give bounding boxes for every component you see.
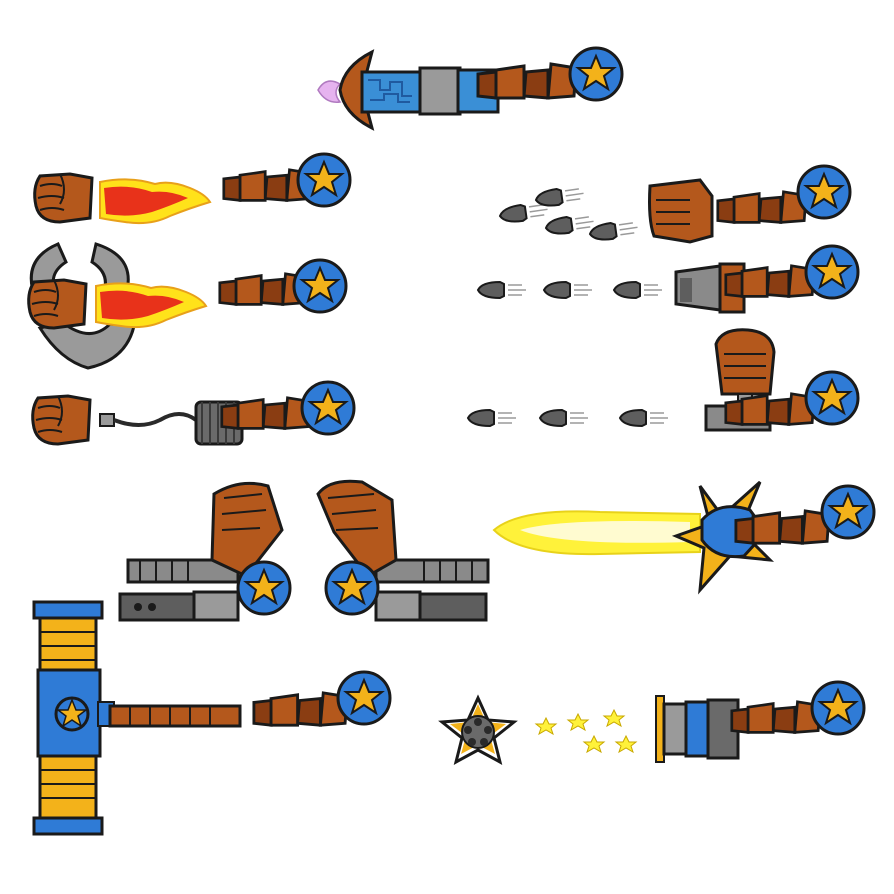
rocket-punch-arm — [33, 152, 352, 225]
axe-rocket-punch-arm — [27, 242, 348, 370]
star-revolver-arm — [438, 680, 866, 765]
laser-sword-arm — [492, 480, 876, 595]
raised-fist-gun-arm — [467, 328, 860, 432]
right-gatling-arm — [316, 479, 490, 622]
drill-arm — [317, 46, 624, 131]
left-gatling-arm — [118, 481, 292, 622]
cannon-arm — [477, 244, 860, 314]
open-hand-bullet-arm — [497, 164, 852, 244]
hammer-arm — [32, 600, 392, 836]
grapple-fist-arm — [31, 380, 356, 446]
twin-gatling-arms — [118, 479, 490, 622]
